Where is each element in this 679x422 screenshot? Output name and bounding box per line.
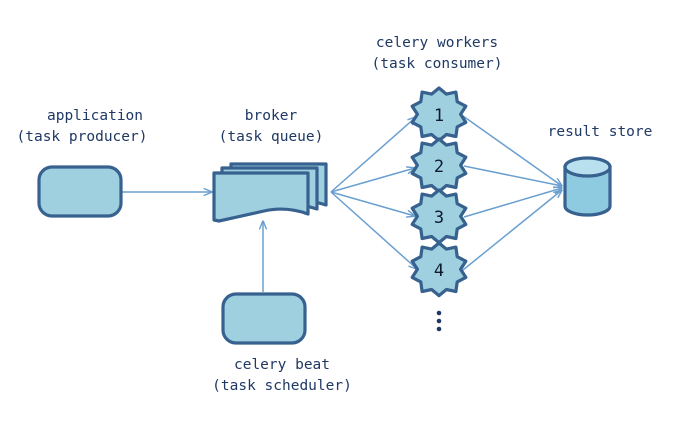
arrow-broker-to-worker-4: [330, 191, 417, 269]
worker-3-node-group[interactable]: 3: [410, 188, 468, 245]
celery-beat-label-line1: celery beat: [234, 357, 330, 373]
arrow-broker-to-worker-2: [330, 168, 415, 193]
application-node[interactable]: [37, 165, 123, 218]
application-node-group[interactable]: [37, 165, 123, 218]
broker-label-line2: (task queue): [219, 129, 324, 145]
celery-workers-label-line1: celery workers: [376, 35, 498, 51]
broker-label-line1: broker: [245, 108, 298, 124]
application-label-line1: application: [47, 108, 143, 124]
broker-node-group[interactable]: [212, 162, 328, 223]
worker-4-label: 4: [434, 261, 444, 281]
worker-1-node-group[interactable]: 1: [410, 86, 468, 143]
arrow-broker-to-worker-1: [330, 117, 416, 193]
worker-3-label: 3: [434, 208, 444, 228]
result-store-node-group[interactable]: [563, 156, 612, 217]
application-label-line2: (task producer): [17, 129, 148, 145]
worker-2-label: 2: [434, 157, 444, 177]
arrow-worker-3-to-result-store: [463, 188, 562, 218]
arrow-worker-4-to-result-store: [462, 190, 562, 271]
worker-1-label: 1: [434, 106, 444, 126]
celery-beat-node-group[interactable]: [221, 292, 307, 345]
arrow-worker-1-to-result-store: [462, 115, 562, 186]
celery-workers-label-line2: (task consumer): [372, 56, 503, 72]
worker-4-node[interactable]: [410, 241, 468, 298]
result-store-label: result store: [548, 124, 653, 140]
celery-beat-node[interactable]: [221, 292, 307, 345]
arrow-broker-to-worker-3: [330, 191, 415, 216]
connectors: [122, 115, 562, 292]
arrow-worker-2-to-result-store: [463, 165, 562, 186]
celery-beat-label-line2: (task scheduler): [212, 378, 352, 394]
result-store-node[interactable]: [563, 165, 612, 217]
result-store-top-ellipse: [563, 156, 612, 178]
broker-node[interactable]: [212, 171, 310, 223]
worker-4-node-group[interactable]: 4: [410, 241, 468, 298]
worker-2-node-group[interactable]: 2: [410, 137, 468, 194]
workers-ellipsis-icon: [436, 310, 442, 332]
